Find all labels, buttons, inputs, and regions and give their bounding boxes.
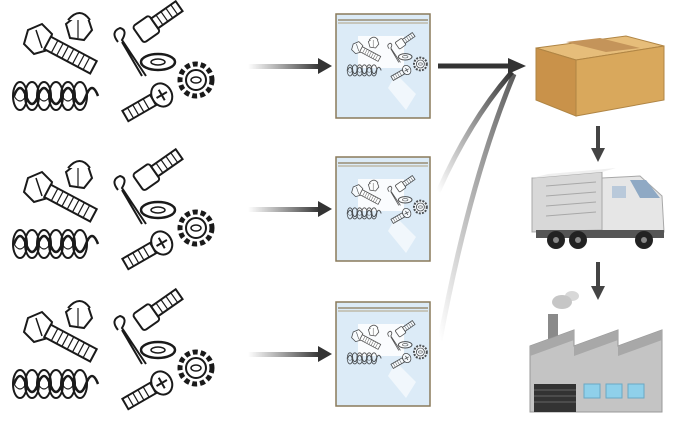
delivery-truck-icon — [531, 168, 665, 249]
hardware-group-3 — [13, 286, 212, 414]
parts-bag-icon — [336, 14, 430, 118]
hardware-group-2 — [13, 146, 212, 274]
arrow-parts-to-bag-2 — [248, 201, 332, 217]
arrow-parts-to-bag-1 — [248, 58, 332, 74]
arrow-bag-2-to-box — [435, 70, 514, 194]
arrow-parts-to-bag-3 — [248, 346, 332, 362]
arrow-truck-to-factory — [591, 262, 605, 300]
hardware-group-1 — [13, 0, 212, 126]
parts-bag-icon — [336, 157, 430, 261]
parts-bag-icon — [336, 302, 430, 406]
arrow-box-to-truck — [591, 126, 605, 162]
arrow-bag-3-to-box — [437, 73, 517, 341]
cardboard-box-icon — [535, 35, 665, 117]
factory-icon — [529, 291, 663, 413]
arrow-bag-1-to-box — [438, 58, 526, 74]
